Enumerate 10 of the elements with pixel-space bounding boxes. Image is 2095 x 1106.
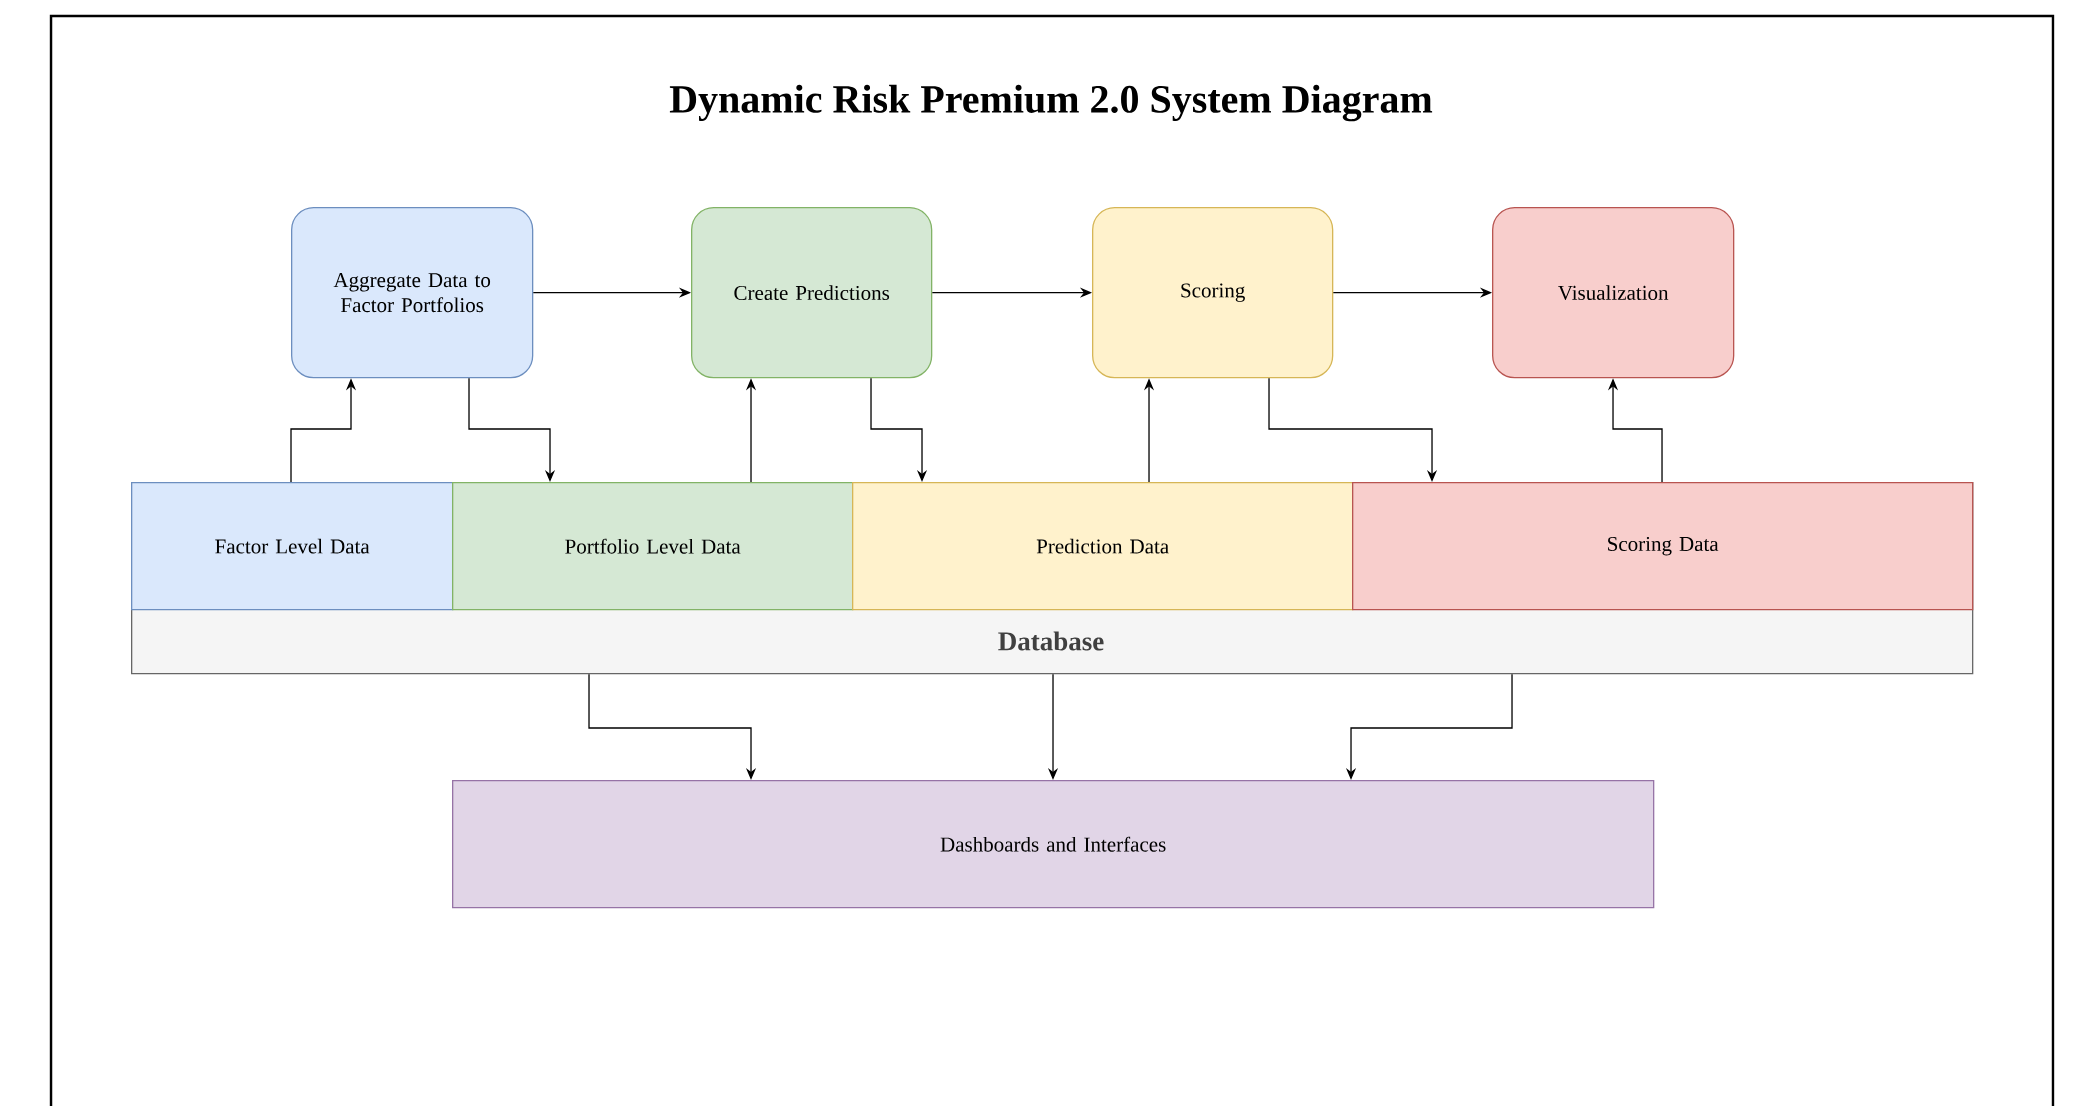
data-table-cell: Prediction Data (852, 482, 1354, 611)
dashboard-box: Dashboards and Interfaces (452, 780, 1655, 909)
diagram-title: Dynamic Risk Premium 2.0 System Diagram (669, 84, 1433, 122)
data-table-cell: Portfolio Level Data (452, 482, 854, 611)
process-box: Aggregate Data to Factor Portfolios (291, 207, 534, 379)
data-table-cell: Scoring Data (1352, 482, 1974, 611)
process-box: Scoring (1092, 207, 1334, 379)
process-box: Create Predictions (691, 207, 933, 379)
data-table-cell: Factor Level Data (131, 482, 454, 611)
process-box: Visualization (1492, 207, 1735, 379)
